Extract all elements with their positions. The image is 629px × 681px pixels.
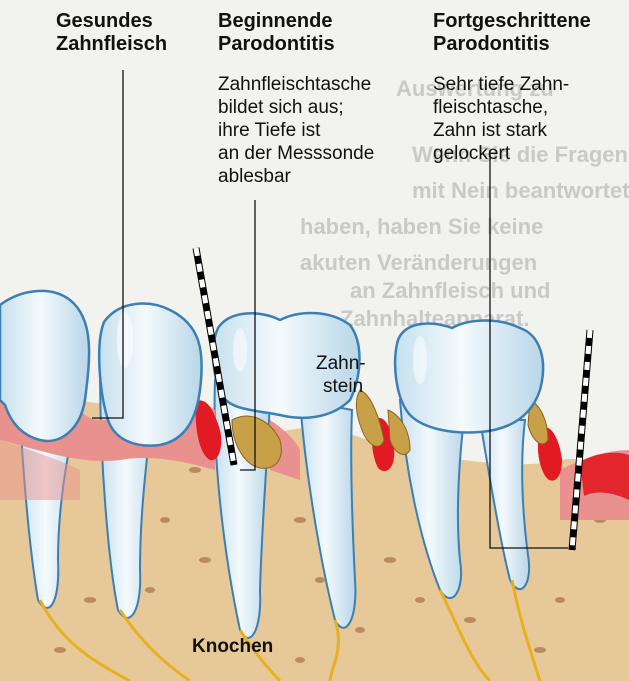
description-early-periodontitis: Zahnfleischtasche bildet sich aus; ihre … [218, 73, 374, 188]
heading-early-periodontitis: Beginnende Parodontitis [218, 10, 335, 56]
label-bone: Knochen [192, 636, 273, 658]
heading-healthy-gum: Gesundes Zahnfleisch [56, 10, 167, 56]
background-text-line: an Zahnfleisch und [350, 278, 550, 303]
label-tartar: Zahn- stein [316, 352, 366, 398]
background-text-line: haben, haben Sie keine [300, 214, 543, 239]
background-text-line: mit Nein beantwortet [412, 178, 629, 203]
background-text-line: akuten Veränderungen [300, 250, 537, 275]
heading-advanced-periodontitis: Fortgeschrittene Parodontitis [433, 10, 591, 56]
description-advanced-periodontitis: Sehr tiefe Zahn- fleischtasche, Zahn ist… [433, 73, 569, 165]
